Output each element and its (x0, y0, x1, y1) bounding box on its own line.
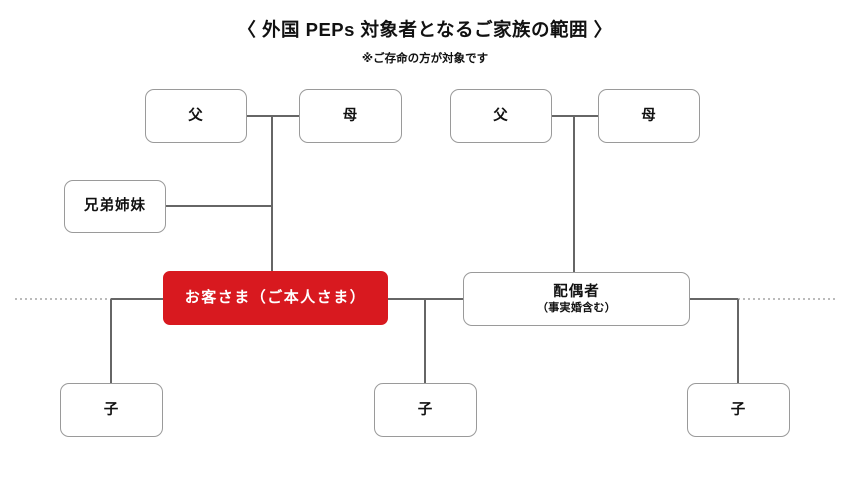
node-siblings-label: 兄弟姉妹 (84, 198, 146, 215)
node-child-right-label: 子 (730, 401, 747, 418)
node-mother-right[interactable]: 母 (598, 89, 700, 143)
node-siblings[interactable]: 兄弟姉妹 (64, 180, 166, 233)
node-spouse-label: 配偶者 (553, 283, 600, 300)
page-subtitle: ※ご存命の方が対象です (361, 53, 489, 65)
node-self-customer[interactable]: お客さま（ご本人さま） (163, 271, 388, 325)
node-child-mid-label: 子 (417, 401, 434, 418)
node-mother-left-label: 母 (342, 107, 359, 124)
page-title: 〈 外国 PEPs 対象者となるご家族の範囲 〉 (237, 19, 613, 40)
node-child-right[interactable]: 子 (687, 383, 790, 437)
node-mother-left[interactable]: 母 (299, 89, 402, 143)
node-self-customer-label: お客さま（ご本人さま） (184, 289, 367, 307)
node-father-left-label: 父 (188, 107, 204, 124)
node-father-right[interactable]: 父 (450, 89, 552, 143)
node-father-left[interactable]: 父 (145, 89, 247, 143)
node-mother-right-label: 母 (641, 107, 657, 124)
node-child-left-label: 子 (103, 401, 120, 418)
node-child-mid[interactable]: 子 (374, 383, 477, 437)
node-spouse-sublabel: （事実婚含む） (536, 301, 617, 314)
node-child-left[interactable]: 子 (60, 383, 163, 437)
node-spouse[interactable]: 配偶者 （事実婚含む） (463, 272, 690, 326)
node-father-right-label: 父 (493, 107, 509, 124)
